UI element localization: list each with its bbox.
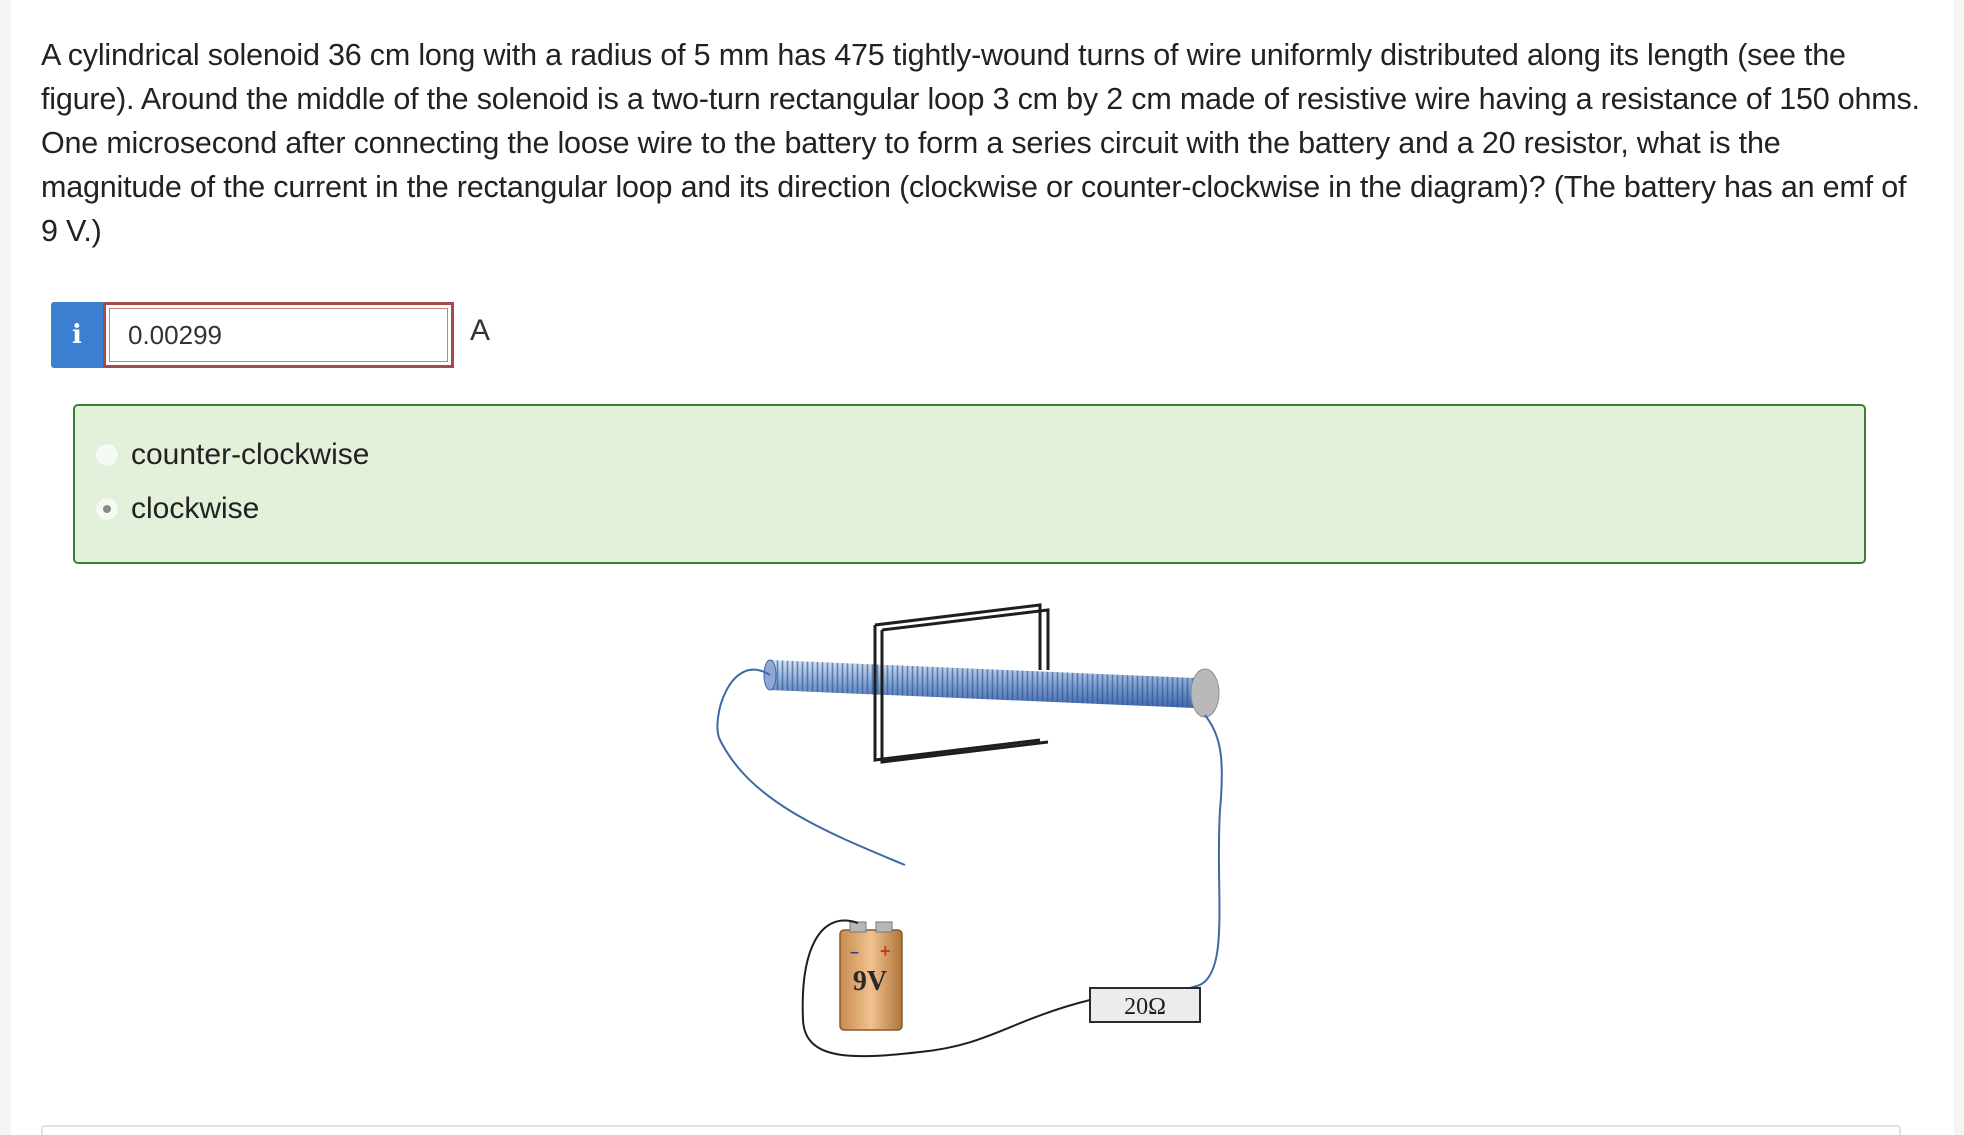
unit-label: A — [470, 314, 491, 347]
left-border — [0, 0, 11, 1135]
choice-label-clockwise: clockwise — [131, 492, 260, 525]
info-icon[interactable]: i — [51, 302, 103, 368]
right-border — [1954, 0, 1964, 1135]
battery-plus-label: + — [880, 941, 891, 961]
rectangular-loop-front — [873, 625, 1049, 764]
loose-wire — [716, 668, 906, 866]
solenoid-circuit-figure: – + 9V 20Ω — [716, 603, 1223, 1058]
resistor: 20Ω — [1089, 987, 1201, 1023]
direction-choice-panel: counter-clockwise clockwise — [73, 404, 1866, 564]
battery-label: 9V — [853, 966, 887, 997]
resistor-label: 20Ω — [1124, 994, 1166, 1020]
radio-clockwise[interactable] — [95, 497, 119, 521]
wire-to-resistor — [1189, 714, 1223, 989]
question-text: A cylindrical solenoid 36 cm long with a… — [41, 38, 1920, 248]
answer-field[interactable] — [103, 302, 454, 368]
answer-row: i A — [51, 302, 490, 368]
choice-label-counter-clockwise: counter-clockwise — [131, 438, 370, 471]
choice-clockwise[interactable]: clockwise — [95, 492, 259, 526]
answer-input[interactable] — [106, 318, 440, 352]
battery-9v: – + 9V — [839, 921, 903, 1031]
wire-battery-to-resistor — [801, 919, 1091, 1058]
rectangular-loop — [874, 603, 1050, 670]
choice-counter-clockwise[interactable]: counter-clockwise — [95, 438, 369, 472]
next-panel-edge — [41, 1125, 1901, 1135]
battery-minus-label: – — [850, 944, 859, 961]
solenoid-coil — [763, 659, 1220, 718]
radio-counter-clockwise[interactable] — [95, 443, 119, 467]
